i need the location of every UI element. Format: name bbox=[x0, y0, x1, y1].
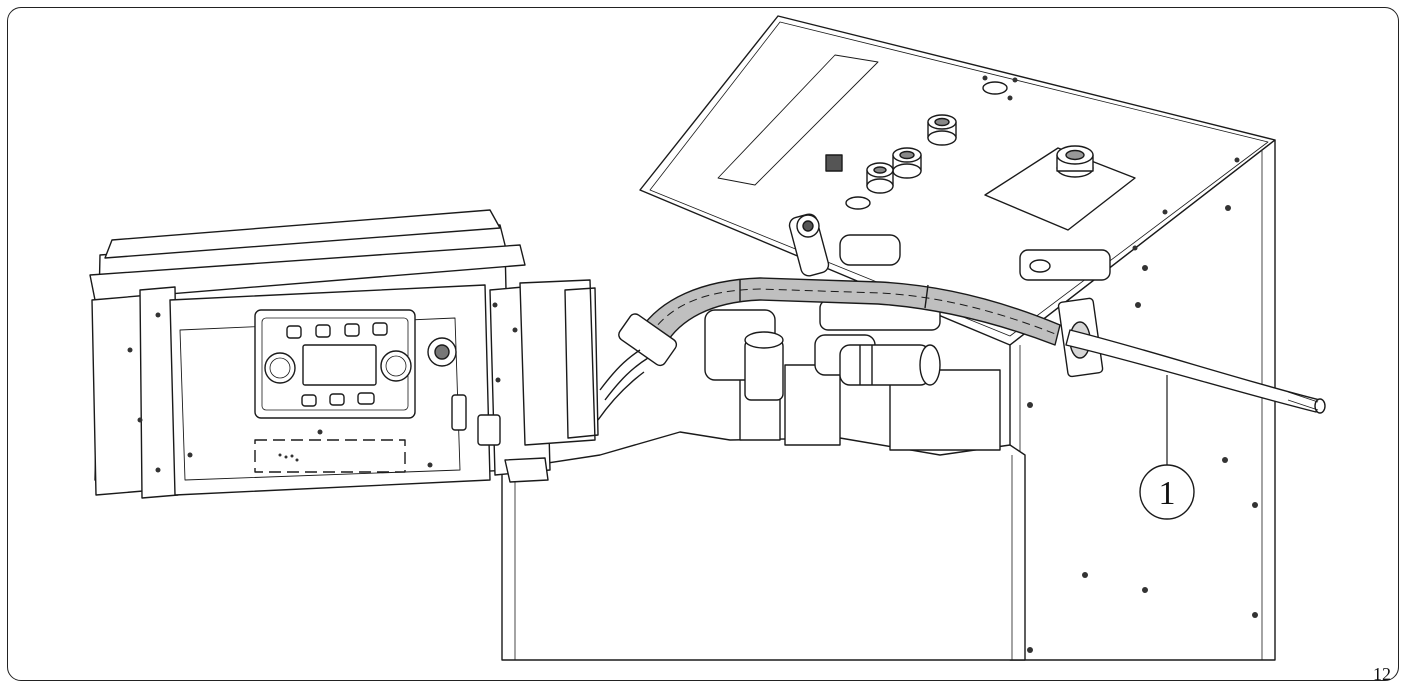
figure-frame bbox=[7, 7, 1399, 681]
flue-plate bbox=[984, 147, 1136, 231]
power-cable bbox=[1065, 329, 1326, 414]
sleeve-connector bbox=[618, 313, 678, 367]
panel-top-flange bbox=[89, 244, 526, 301]
callout-1-circle bbox=[1139, 464, 1195, 520]
internal-components bbox=[704, 213, 1111, 451]
top-buttons bbox=[286, 322, 388, 339]
callout-1 bbox=[1139, 375, 1195, 520]
cable-sleeve bbox=[597, 277, 1061, 421]
bottom-buttons bbox=[301, 392, 375, 407]
label-area bbox=[254, 439, 406, 473]
top-cover-fittings bbox=[825, 75, 1240, 255]
left-knob bbox=[264, 352, 296, 384]
display-module bbox=[254, 309, 416, 419]
right-knob bbox=[380, 350, 412, 382]
lcd-screen bbox=[302, 344, 377, 386]
boiler-cabinet bbox=[501, 15, 1276, 661]
side-panel-screws bbox=[1027, 205, 1258, 653]
front-panel bbox=[501, 431, 1026, 661]
control-panel-box bbox=[89, 209, 599, 499]
callout-1-label: 1 bbox=[1159, 475, 1176, 512]
flow-pipe bbox=[839, 344, 931, 386]
page-number: 12 bbox=[1373, 664, 1391, 684]
